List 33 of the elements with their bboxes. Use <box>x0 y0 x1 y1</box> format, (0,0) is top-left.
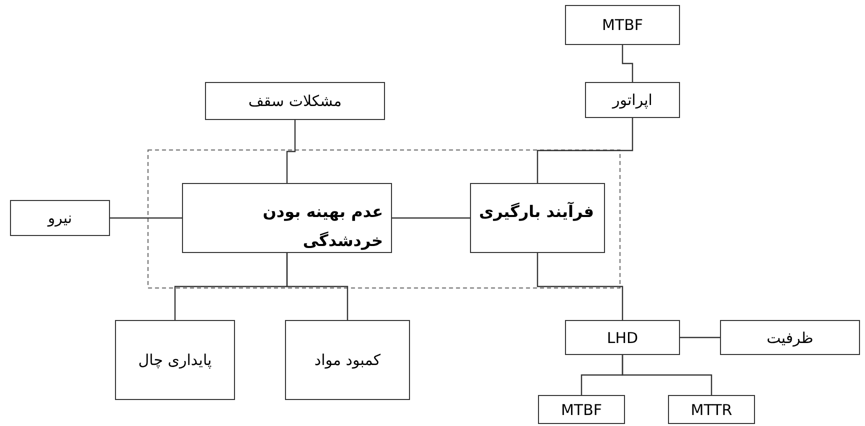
box-label: LHD <box>606 328 638 346</box>
box-label: MTBF <box>602 16 644 34</box>
connector-line <box>110 217 182 219</box>
process-box <box>10 200 110 236</box>
connector-line <box>392 217 470 219</box>
process-box <box>285 320 410 400</box>
process-box <box>538 395 625 424</box>
connector-line <box>286 253 348 320</box>
process-box <box>115 320 235 400</box>
process-box <box>182 183 392 253</box>
box-label: MTTR <box>690 400 732 418</box>
process-box <box>565 320 680 355</box>
connector-line <box>622 355 712 395</box>
process-box <box>205 82 385 120</box>
connector-line <box>536 253 624 320</box>
connector-line <box>536 118 634 183</box>
process-box <box>585 82 680 118</box>
process-box <box>470 183 605 253</box>
process-box <box>668 395 755 424</box>
box-label: ظرفیت <box>766 328 814 346</box>
box-label: اپراتور <box>612 91 652 109</box>
box-label: MTBF <box>560 400 602 418</box>
box-label: پایداری چال <box>138 351 212 369</box>
box-label: مشکلات سقف <box>248 92 342 110</box>
box-label: عدم بهینه بودن خردشدگی <box>262 201 383 252</box>
process-box <box>565 5 680 45</box>
connector-line <box>286 120 296 183</box>
box-label: کمبود مواد <box>314 351 381 369</box>
connector-line <box>680 336 720 338</box>
process-box <box>720 320 860 355</box>
box-label: فرآیند بارگیری <box>479 200 594 223</box>
box-label: نیرو <box>48 209 72 227</box>
connector-line <box>622 45 634 82</box>
